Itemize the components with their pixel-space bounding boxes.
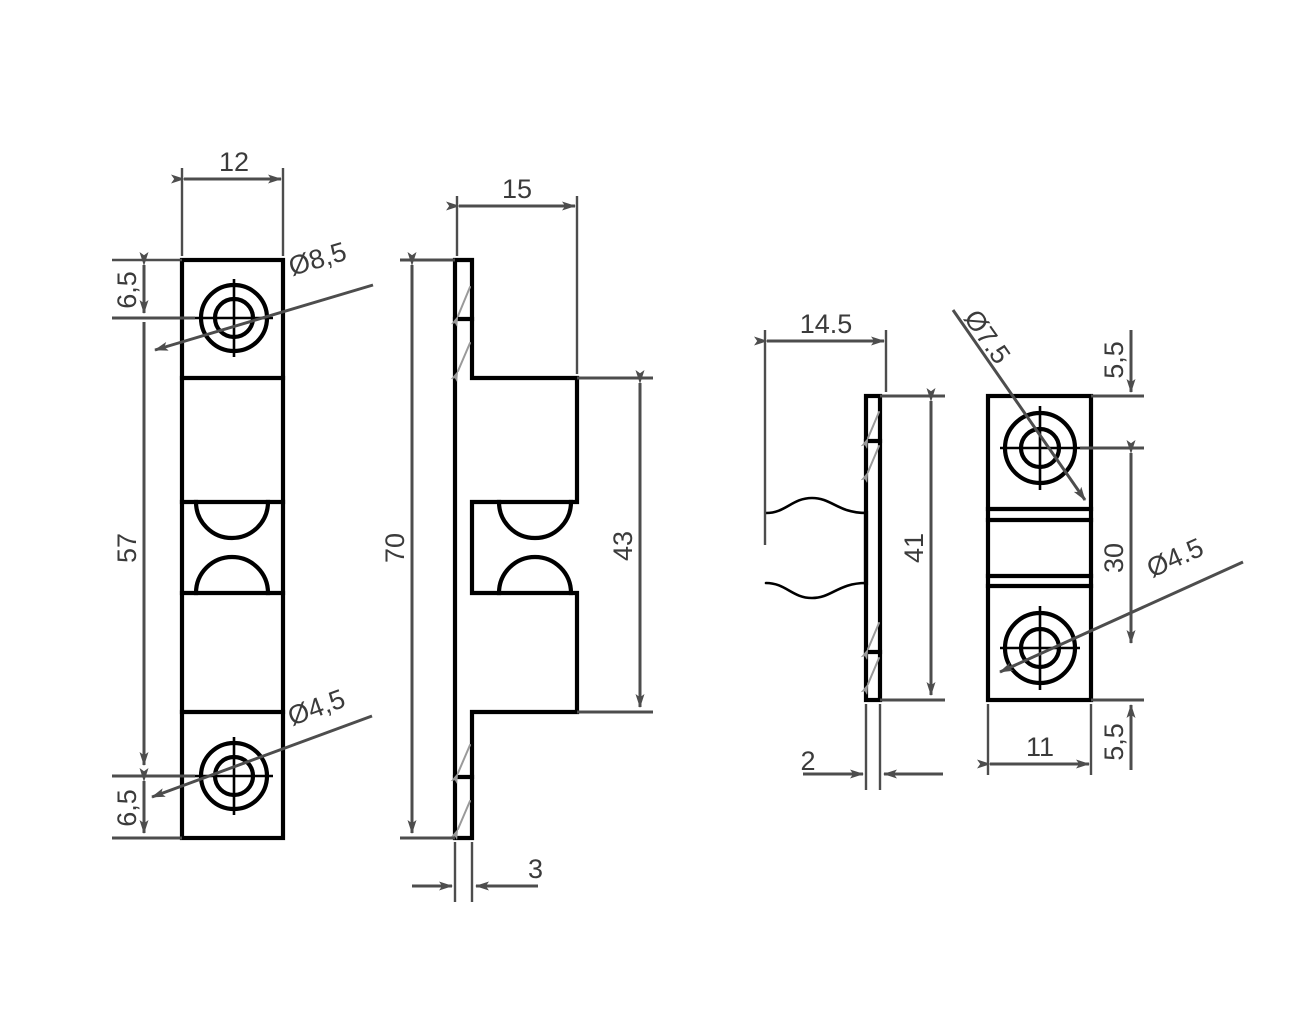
dim-15-label: 15: [502, 174, 532, 204]
rear-view-outline: [985, 393, 1094, 703]
dim-70-label: 70: [380, 533, 410, 563]
side-view: 15 70 43 3: [380, 174, 653, 902]
side-view-hatch-1: [450, 286, 471, 328]
leader-dia45-label: Ø4,5: [284, 683, 349, 731]
leader-dia75-line: [951, 309, 1087, 501]
dim-2-label: 2: [800, 746, 815, 776]
side-view-profile: [452, 257, 580, 841]
leader-dia45-line: [151, 714, 373, 799]
section-view-hatch-1: [860, 411, 880, 450]
dim-65top-label: 6,5: [112, 271, 142, 309]
side-view-recess-arc-lower: [496, 554, 574, 596]
front-view-outline: [179, 257, 286, 841]
section-view-break-line-lower: [764, 581, 868, 600]
side-view-hatch-2: [450, 342, 471, 383]
dim-3-label: 3: [528, 854, 543, 884]
dim-11-label: 11: [1026, 732, 1054, 762]
dim-43-label: 43: [608, 531, 638, 561]
leader-dia45r-label: Ø4.5: [1142, 532, 1208, 583]
section-view-hatch-2: [860, 445, 880, 484]
dim-55top-label: 5,5: [1099, 341, 1129, 379]
rear-view: 5,5 30 5,5 11 Ø7.5 Ø4.5: [951, 304, 1244, 775]
leader-dia75-label: Ø7.5: [958, 304, 1016, 369]
front-view-recess-arc-upper: [193, 499, 271, 541]
dim-12-label: 12: [219, 147, 249, 177]
front-view-recess-arc-lower: [193, 554, 271, 596]
leader-dia45r-line: [999, 560, 1244, 674]
section-view-hatch-3: [860, 622, 880, 661]
dim-57-label: 57: [112, 533, 142, 563]
side-view-hatch-4: [450, 800, 471, 841]
front-view: 12 6,5 57 6,5 Ø8,5 Ø4,5: [112, 147, 374, 841]
section-view-hatch-4: [860, 657, 880, 696]
dim-55bot-label: 5,5: [1099, 723, 1129, 761]
section-view: 14.5 41 2: [754, 309, 945, 790]
side-view-hatch-3: [450, 744, 471, 785]
leader-dia85-label: Ø8,5: [285, 236, 350, 281]
dim-65bot-label: 6,5: [112, 789, 142, 827]
leader-dia85-line: [154, 283, 374, 352]
dim-145-label: 14.5: [800, 309, 853, 339]
dim-30-label: 30: [1099, 543, 1129, 573]
section-view-break-line-upper: [764, 496, 868, 515]
side-view-recess-arc-upper: [496, 499, 574, 541]
dim-41-label: 41: [899, 533, 929, 563]
